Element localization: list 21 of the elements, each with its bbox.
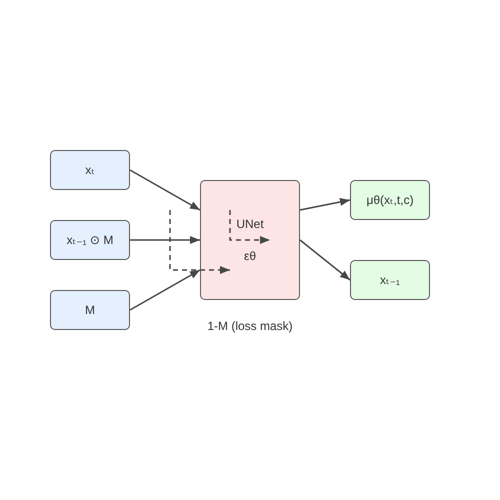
box-label: μθ(xₜ,t,c) [366, 193, 414, 207]
box-label: xₜ₋₁ ⊙ M [66, 233, 114, 247]
box-label: UNet [236, 217, 264, 231]
dashed-arrow [229, 210, 270, 244]
input-box [50, 220, 130, 260]
box-label: M [85, 303, 95, 317]
arrow [300, 239, 350, 281]
arrow [130, 236, 200, 244]
box-label: xₜ₋₁ [380, 273, 400, 287]
input-box [50, 150, 130, 190]
dashed-arrow [169, 210, 230, 274]
output-box [350, 180, 430, 220]
arrow [130, 269, 200, 311]
arrow [130, 169, 200, 211]
box-label: xₜ [85, 163, 95, 177]
input-box [50, 290, 130, 330]
arrow [300, 198, 350, 211]
unet-box [200, 180, 300, 300]
loss-mask-label: 1-M (loss mask) [207, 319, 293, 333]
box-sublabel: εθ [244, 249, 256, 263]
output-box [350, 260, 430, 300]
